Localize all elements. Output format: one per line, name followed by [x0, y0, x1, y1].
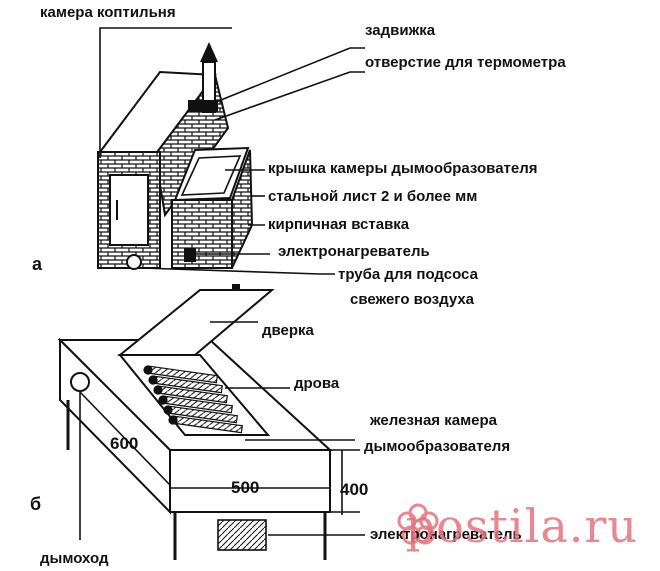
heater-box: [184, 248, 196, 262]
iron-chamber-figure-b: [57, 284, 333, 560]
label-brick-insert: кирпичная вставка: [268, 216, 410, 233]
label-steel-sheet: стальной лист 2 и более мм: [268, 188, 478, 205]
label-heater-b: электронагреватель: [370, 526, 522, 543]
intake-pipe-hole: [126, 254, 142, 270]
label-thermometer-hole: отверстие для термометра: [365, 54, 566, 71]
heater-unit: [217, 519, 267, 551]
label-damper: задвижка: [365, 22, 436, 39]
chamber-door: [117, 289, 275, 356]
smokehouse-figure-a: [97, 42, 254, 270]
figure-letter-b: б: [30, 494, 42, 514]
leaders-figure-b: [79, 321, 365, 540]
firewood-logs: [143, 365, 243, 434]
label-intake-pipe-1: труба для подсоса: [338, 266, 478, 283]
label-flue: дымоход: [40, 550, 109, 567]
label-intake-pipe-2: свежего воздуха: [350, 291, 475, 308]
dimension-height: 400: [340, 480, 369, 499]
smoking-chamber-door: [109, 174, 149, 246]
label-generator-lid: крышка камеры дымообразователя: [268, 160, 538, 177]
figure-letter-a: а: [32, 254, 43, 274]
generator-lid: [180, 155, 242, 196]
label-heater-a: электронагреватель: [278, 243, 430, 260]
generator-box-front: [171, 199, 233, 269]
label-smoking-chamber: камера коптильня: [40, 4, 176, 21]
watermark: postila.ru: [405, 499, 638, 553]
label-iron-chamber-1: железная камера: [370, 412, 498, 429]
label-door: дверка: [262, 322, 314, 339]
damper: [188, 100, 218, 112]
label-iron-chamber-2: дымообразователя: [364, 438, 511, 455]
leaders-figure-a: [99, 27, 365, 275]
dimension-width: 500: [231, 478, 260, 497]
label-firewood: дрова: [294, 375, 340, 392]
flower-icon: [397, 503, 439, 545]
flue-pipe: [70, 372, 90, 392]
dimension-depth: 600: [110, 434, 139, 453]
chimney-arrow: [200, 42, 218, 62]
